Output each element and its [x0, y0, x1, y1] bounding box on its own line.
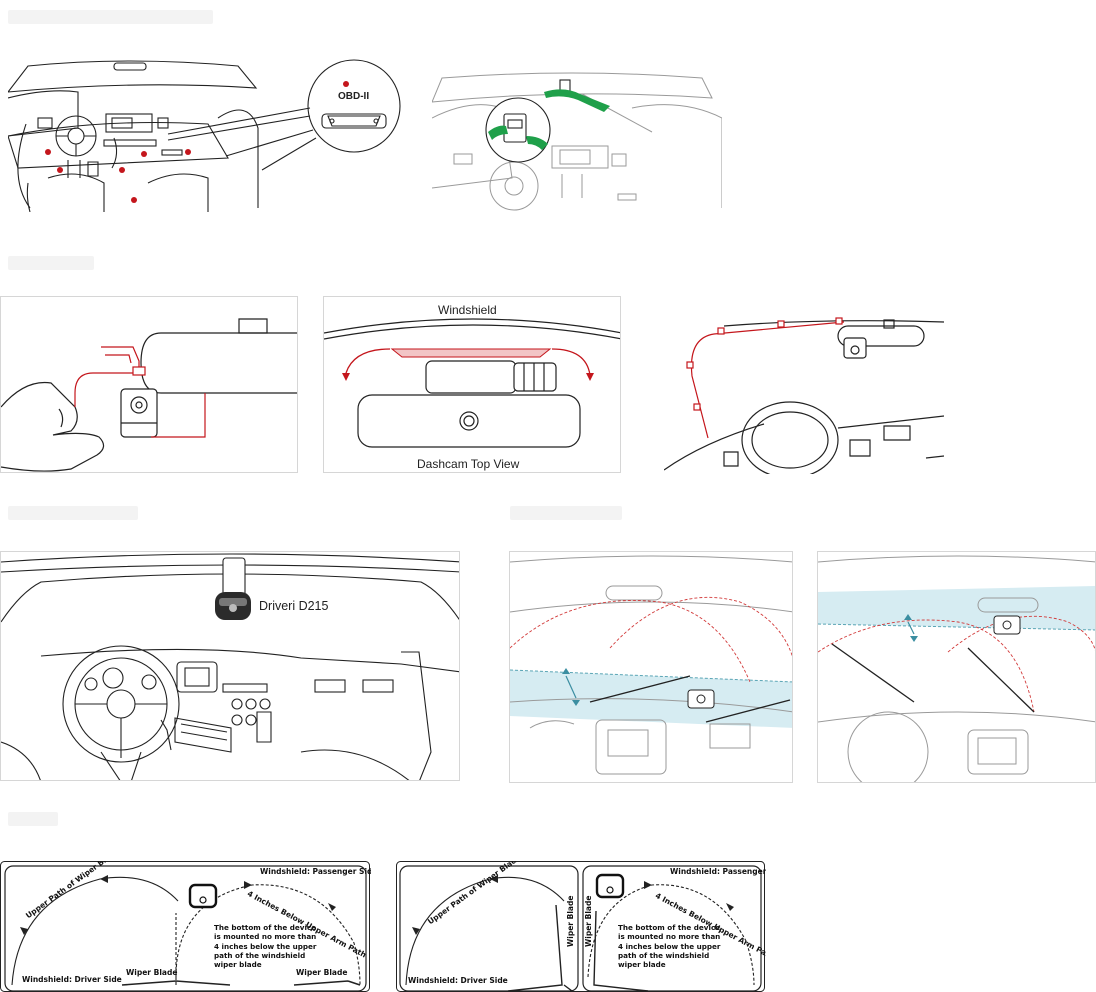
cable-route-illustration	[664, 316, 944, 474]
mount-cabin-drawing	[432, 58, 722, 212]
dashcam-top-view-drawing	[324, 297, 621, 473]
section-heading-4	[510, 506, 622, 520]
windshield-mount-illustration	[432, 58, 722, 212]
passenger-side-label: Windshield: Passenger Side	[670, 867, 766, 876]
cable-routing-hand-illustration	[0, 296, 298, 473]
obd-cabin-drawing	[8, 58, 410, 212]
driver-side-label: Windshield: Driver Side	[408, 976, 508, 985]
dashcam-top-view-illustration: Windshield Dashcam Top View	[323, 296, 621, 473]
wiper-zone-illustration-right	[817, 551, 1096, 783]
section-heading-1	[8, 10, 213, 24]
section-heading-3	[8, 506, 138, 520]
hand-drawing	[1, 297, 298, 473]
passenger-side-label: Windshield: Passenger Side	[260, 867, 371, 876]
wiper-blade-label-right: Wiper Blade	[296, 968, 347, 977]
windshield-label: Windshield	[438, 303, 497, 317]
truck-interior-illustration: Driveri D215	[0, 551, 460, 781]
wiper-zone-drawing-left	[510, 552, 793, 783]
wiper-path-diagram-1: Windshield: Passenger Side Upper Path of…	[0, 861, 371, 992]
truck-interior-drawing	[1, 552, 460, 781]
wiper-zone-drawing-right	[818, 552, 1096, 783]
driver-side-label: Windshield: Driver Side	[22, 975, 122, 984]
wiper-blade-label-right: Wiper Blade	[584, 896, 593, 947]
wiper-path-diagram-2: Windshield: Passenger Side Upper Path of…	[396, 861, 766, 992]
section-heading-5	[8, 812, 58, 826]
obd-port-illustration: OBD-II	[8, 58, 410, 212]
wiper-zone-illustration-left	[509, 551, 793, 783]
device-model-label: Driveri D215	[259, 599, 328, 613]
cable-route-drawing	[664, 316, 944, 474]
wiper-blade-label-left: Wiper Blade	[126, 968, 177, 977]
obd-port-label: OBD-II	[338, 91, 369, 102]
section-heading-2	[8, 256, 94, 270]
wiper-blade-label-left: Wiper Blade	[566, 896, 575, 947]
mounting-note: The bottom of the device is mounted no m…	[214, 923, 322, 969]
mounting-note: The bottom of the device is mounted no m…	[618, 923, 722, 969]
dashcam-top-view-label: Dashcam Top View	[417, 457, 519, 471]
